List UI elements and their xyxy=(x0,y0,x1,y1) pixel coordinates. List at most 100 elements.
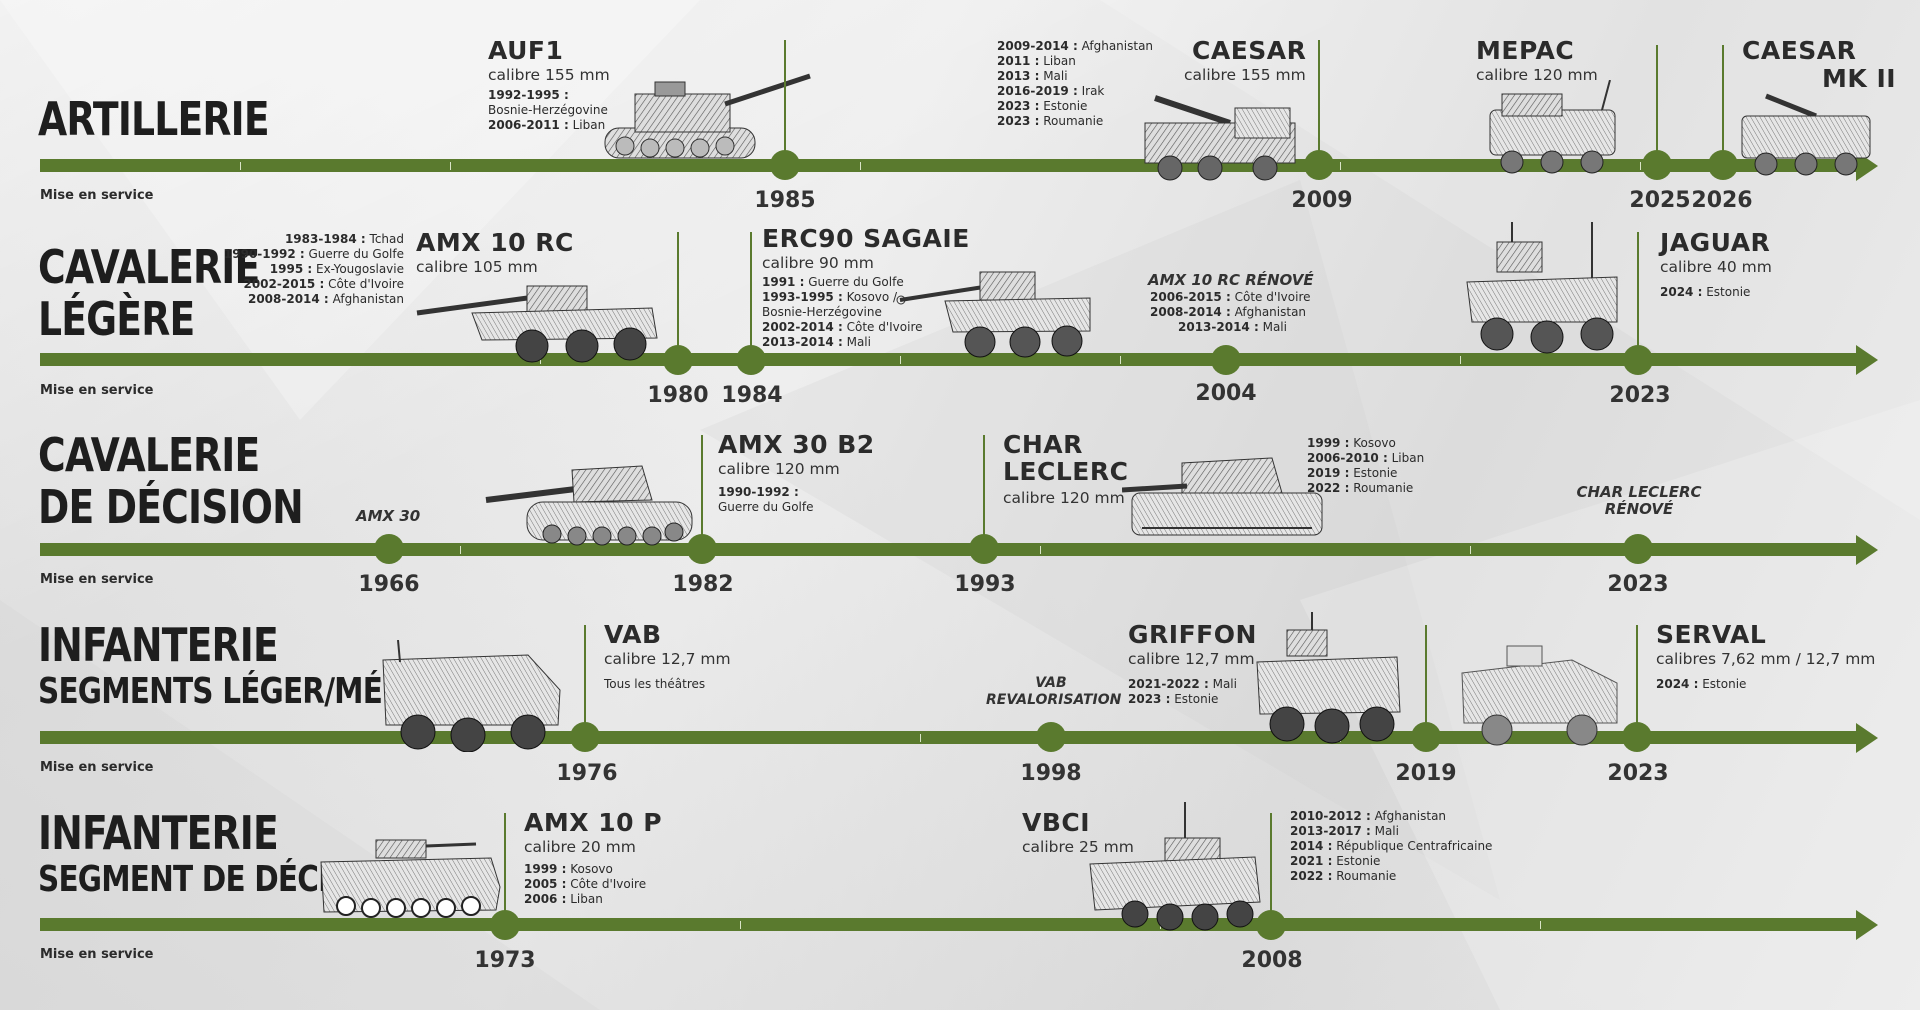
op-theatre: Mali xyxy=(1262,320,1287,334)
milestone-year: 1980 xyxy=(647,383,709,408)
vehicle-caliber: calibre 25 mm xyxy=(1022,838,1134,856)
op-date: 2006 : xyxy=(524,892,567,906)
vehicle-caliber: calibre 12,7 mm xyxy=(1128,650,1255,668)
milestone-dot xyxy=(1211,345,1241,375)
operations-list: 2024 : Estonie xyxy=(1656,677,1746,692)
milestone-year: 2026 xyxy=(1691,188,1753,213)
op-theatre: Estonie xyxy=(1174,692,1219,706)
op-theatre: Côte d'Ivoire xyxy=(328,277,404,291)
operations-list: 1983-1984 : Tchad 1990-1992 : Guerre du … xyxy=(224,232,404,307)
milestone-line xyxy=(1637,232,1639,357)
vehicle-name: MK II xyxy=(1822,64,1897,93)
vehicle-name: VAB xyxy=(604,620,662,649)
griffon-vehicle-image xyxy=(1252,612,1402,750)
vehicle-name: LECLERC xyxy=(1003,457,1129,486)
op-theatre: Guerre du Golfe xyxy=(808,275,904,289)
op-date: 2021-2022 : xyxy=(1128,677,1209,691)
op-theatre: Liban xyxy=(570,892,603,906)
milestone-line xyxy=(983,435,985,547)
op-theatre: Liban xyxy=(1043,54,1076,68)
op-theatre: Afghanistan xyxy=(332,292,404,306)
vehicle-name: AMX 10 P xyxy=(524,808,663,837)
row-title: CAVALERIE DE DÉCISION xyxy=(38,428,304,530)
milestone-dot xyxy=(1036,722,1066,752)
milestone-year: 2004 xyxy=(1195,381,1257,406)
vehicle-caliber: calibre 105 mm xyxy=(416,258,538,276)
op-theatre: Irak xyxy=(1081,84,1105,98)
milestone-year: 2019 xyxy=(1395,761,1457,786)
service-label: Mise en service xyxy=(40,383,154,398)
vehicle-name-line: VAB xyxy=(1035,675,1067,691)
milestone-year: 1985 xyxy=(754,188,816,213)
milestone-line xyxy=(701,435,703,547)
op-date: 2024 : xyxy=(1660,285,1703,299)
service-label: Mise en service xyxy=(40,760,154,775)
op-theatre: Bosnie-Herzégovine xyxy=(488,103,608,117)
op-theatre: Tchad xyxy=(369,232,404,246)
op-date: 2013-2014 : xyxy=(1178,320,1259,334)
vehicle-name-italic: AMX 10 RC RÉNOVÉ xyxy=(1148,271,1314,289)
milestone-line xyxy=(1722,45,1724,162)
op-theatre: Côte d'Ivoire xyxy=(570,877,647,891)
vehicle-name-italic: VAB REVALORISATION xyxy=(986,675,1121,709)
milestone-dot xyxy=(663,345,693,375)
row-title-line: CAVALERIE xyxy=(38,428,260,482)
milestone-dot xyxy=(1411,722,1441,752)
op-theatre: Bosnie-Herzégovine xyxy=(762,305,882,319)
service-label: Mise en service xyxy=(40,188,154,203)
op-date: 2006-2011 : xyxy=(488,118,569,132)
service-label: Mise en service xyxy=(40,572,154,587)
milestone-year: 2023 xyxy=(1607,761,1669,786)
operations-list: 1990-1992 : Guerre du Golfe xyxy=(718,485,814,515)
timeline-axis xyxy=(40,543,1860,556)
milestone-year: 2025 xyxy=(1629,188,1691,213)
vehicle-caliber: calibre 155 mm xyxy=(488,66,610,84)
op-date: 2024 : xyxy=(1656,677,1699,691)
vehicle-caliber: calibre 12,7 mm xyxy=(604,650,731,668)
serval-vehicle-image xyxy=(1452,638,1622,750)
vehicle-caliber: calibre 90 mm xyxy=(762,254,874,272)
milestone-year: 2009 xyxy=(1291,188,1353,213)
vehicle-caliber: calibre 120 mm xyxy=(1003,489,1125,507)
milestone-line xyxy=(1425,625,1427,735)
op-date: 2013 : xyxy=(997,69,1040,83)
milestone-year: 1993 xyxy=(954,572,1016,597)
operations-list: 2024 : Estonie xyxy=(1660,285,1750,300)
erc90-vehicle-image xyxy=(895,256,1095,366)
amx10p-vehicle-image xyxy=(316,832,502,922)
row-title: ARTILLERIE xyxy=(38,96,270,142)
timeline-arrow-head xyxy=(1856,723,1878,753)
vehicle-name: GRIFFON xyxy=(1128,620,1257,649)
op-date: 2006-2015 : xyxy=(1150,290,1231,304)
milestone-dot xyxy=(570,722,600,752)
service-label: Mise en service xyxy=(40,947,154,962)
operations-list: 2010-2012 : Afghanistan 2013-2017 : Mali… xyxy=(1290,809,1492,884)
op-date: 2013-2017 : xyxy=(1290,824,1371,838)
op-theatre: Guerre du Golfe xyxy=(308,247,405,261)
milestone-line xyxy=(1656,45,1658,162)
milestone-year: 2023 xyxy=(1607,572,1669,597)
vehicle-caliber: calibres 7,62 mm / 12,7 mm xyxy=(1656,650,1876,668)
milestone-year: 1984 xyxy=(721,383,783,408)
milestone-year: 2008 xyxy=(1241,948,1303,973)
vehicle-name: ERC90 SAGAIE xyxy=(762,224,970,253)
op-date: 2023 : xyxy=(997,99,1040,113)
milestone-year: 1966 xyxy=(358,572,420,597)
timeline-arrow-head xyxy=(1856,345,1878,375)
vehicle-name-italic: AMX 30 xyxy=(356,507,421,525)
vehicle-caliber: calibre 120 mm xyxy=(718,460,840,478)
op-date: 1999 : xyxy=(1307,436,1350,450)
op-theatre: Roumanie xyxy=(1336,869,1397,883)
op-theatre: Mali xyxy=(1043,69,1068,83)
milestone-dot xyxy=(969,534,999,564)
op-theatre: Liban xyxy=(572,118,606,132)
operations-note: Tous les théâtres xyxy=(604,677,706,691)
op-theatre: République Centrafricaine xyxy=(1336,839,1493,853)
milestone-dot xyxy=(1623,345,1653,375)
op-theatre: Estonie xyxy=(1702,677,1747,691)
timeline-arrow-head xyxy=(1856,535,1878,565)
op-theatre: Roumanie xyxy=(1353,481,1414,495)
operations-list: 1991 : Guerre du Golfe 1993-1995 : Kosov… xyxy=(762,275,923,350)
op-theatre: Liban xyxy=(1391,451,1425,465)
